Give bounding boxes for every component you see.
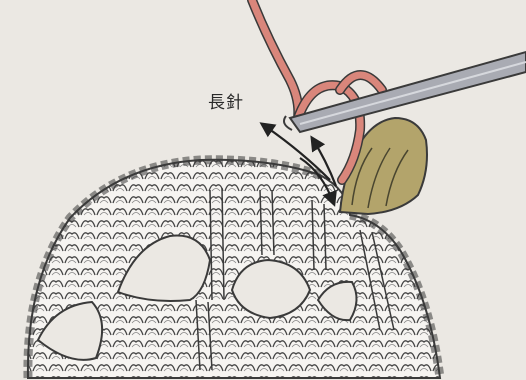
double-crochet-label: 長針 (208, 88, 244, 113)
